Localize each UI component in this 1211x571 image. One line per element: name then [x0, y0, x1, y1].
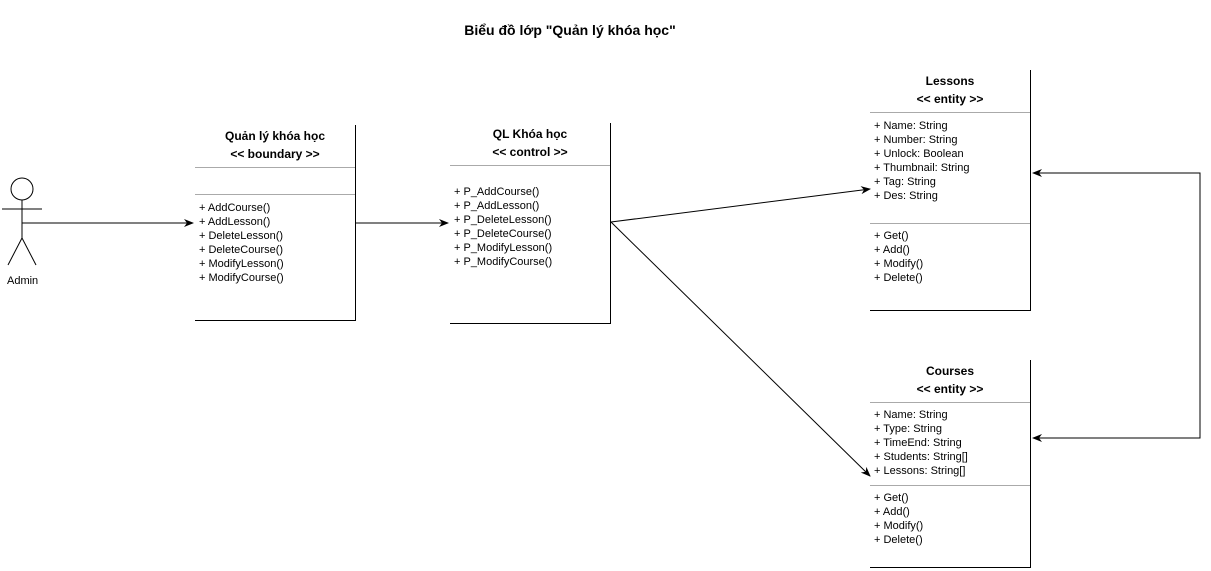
courses-separator-2 — [870, 485, 1030, 486]
boundary-class: Quản lý khóa học << boundary >> + AddCou… — [195, 125, 356, 321]
courses-lessons-link — [1032, 169, 1201, 439]
lessons-separator-2 — [870, 223, 1030, 224]
control-method: + P_AddCourse() — [454, 186, 540, 198]
lessons-class-header: Lessons << entity >> — [870, 70, 1030, 108]
diagram-title: Biểu đồ lớp "Quản lý khóa học" — [464, 22, 676, 38]
lessons-attributes: + Name: String + Number: String + Unlock… — [874, 119, 970, 203]
control-class-stereotype: << control >> — [492, 145, 568, 159]
lessons-method: + Delete() — [874, 272, 923, 284]
courses-attribute: + Students: String[] — [874, 451, 968, 463]
courses-class-name: Courses — [925, 364, 975, 378]
lessons-attribute: + Name: String — [874, 120, 948, 132]
actor-label: Admin — [7, 275, 39, 287]
boundary-method: + DeleteLesson() — [199, 230, 284, 242]
lessons-class-stereotype: << entity >> — [916, 92, 984, 106]
control-separator — [450, 165, 610, 166]
control-method: + P_DeleteCourse() — [454, 228, 552, 240]
courses-method: + Get() — [874, 492, 909, 504]
boundary-class-name: Quản lý khóa học — [224, 129, 326, 143]
control-class-name: QL Khóa học — [492, 127, 568, 141]
boundary-class-stereotype: << boundary >> — [230, 147, 320, 161]
control-method: + P_ModifyLesson() — [454, 242, 553, 254]
courses-method: + Add() — [874, 506, 910, 518]
lessons-attribute: + Thumbnail: String — [874, 162, 970, 174]
control-class: QL Khóa học << control >> + P_AddCourse(… — [450, 123, 611, 324]
lessons-class: Lessons << entity >> + Name: String + Nu… — [870, 70, 1031, 311]
lessons-attribute: + Des: String — [874, 190, 938, 202]
boundary-method: + ModifyCourse() — [199, 272, 284, 284]
control-methods: + P_AddCourse() + P_AddLesson() + P_Dele… — [454, 185, 552, 269]
courses-class-stereotype: << entity >> — [916, 382, 984, 396]
boundary-separator-2 — [195, 194, 355, 195]
courses-class-header: Courses << entity >> — [870, 360, 1030, 398]
boundary-method: + AddLesson() — [199, 216, 271, 228]
courses-attribute: + Type: String — [874, 423, 942, 435]
control-method: + P_ModifyCourse() — [454, 256, 553, 268]
lessons-attribute: + Tag: String — [874, 176, 936, 188]
lessons-methods: + Get() + Add() + Modify() + Delete() — [874, 229, 923, 285]
courses-separator-1 — [870, 402, 1030, 403]
courses-attributes: + Name: String + Type: String + TimeEnd:… — [874, 408, 968, 478]
lessons-separator-1 — [870, 112, 1030, 113]
boundary-method: + AddCourse() — [199, 202, 271, 214]
control-class-header: QL Khóa học << control >> — [450, 123, 610, 161]
boundary-class-header: Quản lý khóa học << boundary >> — [195, 125, 355, 163]
control-method: + P_AddLesson() — [454, 200, 540, 212]
control-to-courses-arrow — [610, 221, 871, 477]
lessons-method: + Get() — [874, 230, 909, 242]
control-to-lessons-arrow — [610, 186, 871, 223]
lessons-method: + Add() — [874, 244, 910, 256]
control-method: + P_DeleteLesson() — [454, 214, 552, 226]
boundary-methods: + AddCourse() + AddLesson() + DeleteLess… — [199, 201, 284, 285]
courses-attribute: + Name: String — [874, 409, 948, 421]
courses-class: Courses << entity >> + Name: String + Ty… — [870, 360, 1031, 568]
boundary-method: + DeleteCourse() — [199, 244, 284, 256]
courses-methods: + Get() + Add() + Modify() + Delete() — [874, 491, 923, 547]
lessons-attribute: + Unlock: Boolean — [874, 148, 964, 160]
lessons-class-name: Lessons — [925, 74, 975, 88]
boundary-separator-1 — [195, 167, 355, 168]
admin-actor-figure — [2, 177, 42, 266]
courses-attribute: + TimeEnd: String — [874, 437, 962, 449]
courses-method: + Modify() — [874, 520, 924, 532]
courses-method: + Delete() — [874, 534, 923, 546]
boundary-method: + ModifyLesson() — [199, 258, 284, 270]
courses-attribute: + Lessons: String[] — [874, 465, 966, 477]
lessons-attribute: + Number: String — [874, 134, 958, 146]
lessons-method: + Modify() — [874, 258, 924, 270]
